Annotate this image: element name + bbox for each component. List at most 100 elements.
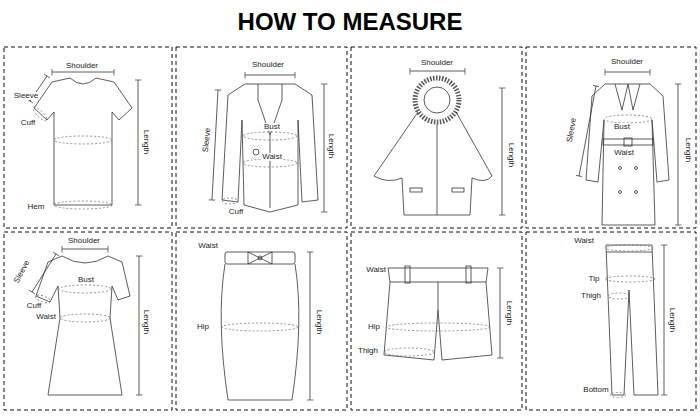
measure-line [139,256,140,395]
measure-ellipse [222,132,297,204]
panel-frame [526,232,696,410]
measure-line [30,72,138,205]
measure-line [502,88,503,215]
cape-drawing [374,112,492,215]
measure-line [605,72,650,73]
shorts-drawing [384,266,492,360]
skirt-drawing [221,252,299,400]
measure-line [678,84,679,225]
measure-line [138,80,139,205]
measure-ellipse [222,323,298,331]
measure-label: Waist [35,313,57,321]
measure-ellipse [605,245,653,251]
coat-drawing [619,191,622,194]
measure-line [664,245,665,395]
measure-line [310,252,311,400]
shorts-drawing [405,266,410,283]
tshirt-drawing [70,78,96,84]
measure-ellipse [222,198,238,204]
cape-drawing [424,87,450,113]
measure-line [664,245,665,395]
measure-label: Waist [573,237,595,245]
measure-line [212,75,324,212]
measure-label: Hip [367,323,381,331]
measure-label: Waist [197,242,219,250]
skirt-drawing [258,256,262,260]
measure-line [500,268,501,358]
measure-label: Hem [27,203,46,211]
blazer-drawing [270,135,271,208]
measure-label-vertical: Length [142,129,150,155]
measure-label: Bust [263,123,281,131]
cape-drawing [374,78,492,215]
skirt-drawing [225,252,295,264]
measure-ellipse [605,276,655,282]
measure-line [579,86,596,176]
measure-ellipse [384,348,434,356]
panel-frame [176,47,347,228]
measure-ellipse [59,285,111,293]
cape-drawing [410,188,422,192]
measure-label: Bust [77,276,95,284]
measure-label: Shoulder [610,58,644,66]
coat-drawing [619,167,622,170]
measure-ellipse [243,132,297,140]
cape-drawing [452,188,464,192]
measure-label: Shoulder [251,61,285,69]
dress-drawing [36,256,130,395]
measure-label: Cuff [20,119,37,127]
measure-ellipse [54,136,112,144]
measure-ellipse [386,323,490,331]
measure-ellipse [60,314,110,322]
measure-line [410,71,465,72]
cape-drawing [437,124,438,215]
measure-ellipse [604,115,652,123]
measure-ellipse [605,245,655,398]
blazer-drawing [222,84,318,212]
cape-drawing [415,78,459,122]
measure-label: Waist [261,153,283,161]
panel-frame [351,47,522,228]
pants-drawing [606,245,658,395]
measure-label: Tip [588,275,601,283]
coat-drawing [635,191,638,194]
measure-line [310,252,311,400]
measure-ellipse [34,285,111,322]
measure-ellipse [54,201,112,209]
measure-label: Waist [613,149,635,157]
measure-label-vertical: Length [684,137,692,163]
measure-label: Bust [613,123,631,131]
measure-label: Cuff [228,208,245,216]
measure-line [245,75,295,76]
measure-label-vertical: Length [505,300,513,326]
measure-line [212,90,218,200]
measure-label-vertical: Length [142,309,150,335]
page-title: HOW TO MEASURE [238,10,463,34]
panel-frame [4,47,696,410]
measure-line [52,72,114,73]
measure-label: Thigh [580,292,602,300]
coat-drawing [628,84,640,110]
skirt-drawing [221,264,299,400]
measure-line [410,71,502,215]
measure-label-vertical: Sleeve [12,258,31,285]
measure-ellipse [384,323,490,356]
coat-drawing [615,84,628,110]
coat-drawing [586,84,669,225]
blazer-drawing [253,149,259,155]
blazer-drawing [222,84,318,212]
measure-label-vertical: Sleeve [202,126,213,153]
measure-label: Sleeve [13,92,39,100]
measure-label-vertical: Length [315,309,323,335]
panel-frame [351,232,522,410]
measure-ellipse [222,323,298,331]
measure-label: Shoulder [420,59,454,67]
measure-ellipse [32,106,112,209]
measure-label: Shoulder [65,62,99,70]
measure-line [324,84,325,212]
panel-frame [4,232,172,410]
coat-drawing [586,84,669,225]
measure-label-vertical: Length [327,133,335,159]
measure-line [500,268,501,358]
tshirt-drawing [34,78,132,205]
